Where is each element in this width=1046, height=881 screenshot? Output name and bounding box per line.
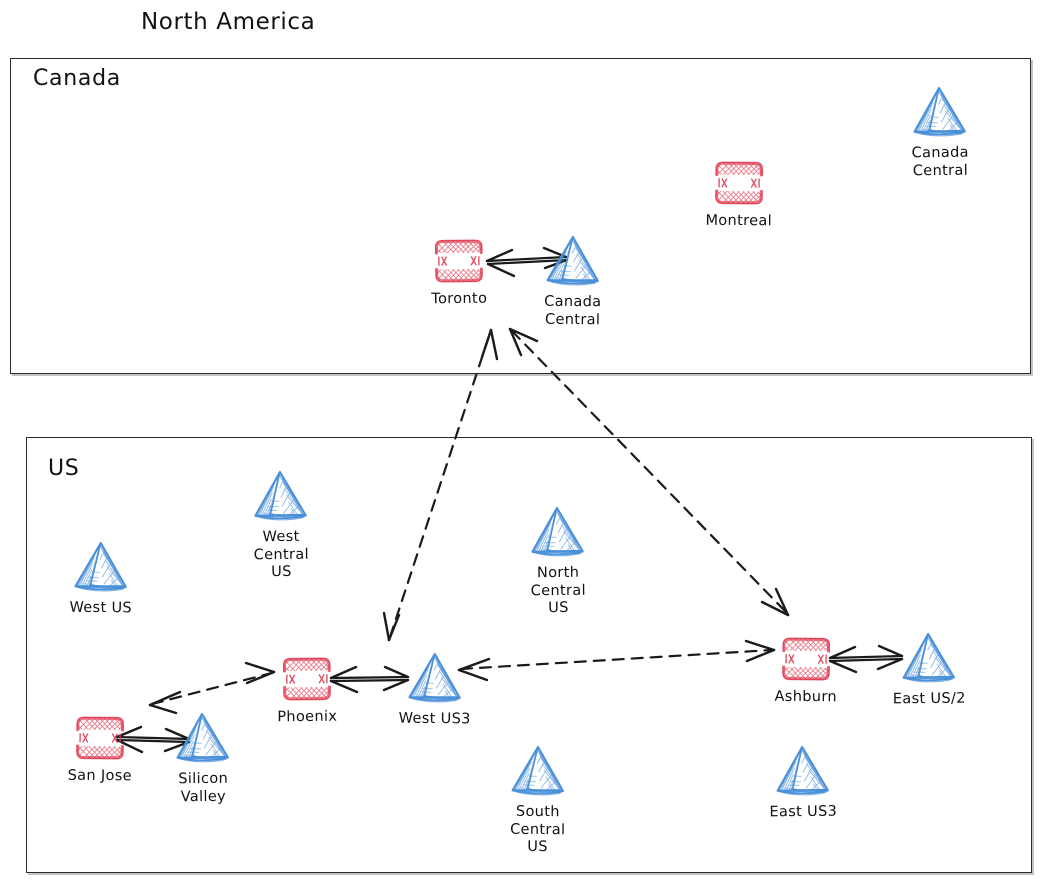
edge-westus3-toronto — [382, 328, 499, 642]
group-label-us: US — [48, 456, 80, 481]
azure-region-icon — [507, 743, 569, 800]
edge-phoenix-westus3 — [329, 665, 410, 694]
edge-ashburn-toronto — [508, 327, 790, 617]
node-canada-central-top[interactable]: Canada Central — [880, 83, 1001, 180]
node-label: West US — [69, 599, 133, 617]
node-label: North Central US — [530, 564, 587, 617]
node-east-us-2[interactable]: East US/2 — [869, 629, 990, 709]
diagram-title: North America — [141, 9, 316, 35]
node-label: West US3 — [398, 710, 471, 728]
node-ashburn[interactable]: Ashburn — [746, 633, 867, 707]
node-north-central-us[interactable]: North Central US — [497, 503, 618, 618]
edge-sanjose-siliconvalley — [115, 725, 191, 754]
azure-region-icon — [772, 743, 835, 800]
edge-sanjose-phoenix — [148, 661, 276, 715]
node-label: West Central US — [253, 528, 310, 581]
edge-ashburn-eastus2 — [828, 644, 904, 674]
node-label: Toronto — [431, 290, 488, 308]
internet-exchange-icon — [430, 236, 489, 287]
node-west-us[interactable]: West US — [41, 538, 162, 618]
node-label: Silicon Valley — [178, 770, 229, 805]
azure-region-icon — [526, 504, 589, 561]
node-label: East US3 — [769, 803, 838, 821]
node-silicon-valley[interactable]: Silicon Valley — [143, 709, 264, 806]
azure-region-icon — [908, 84, 971, 141]
azure-region-icon — [542, 233, 604, 290]
node-south-central-us[interactable]: South Central US — [478, 742, 599, 857]
internet-exchange-icon — [71, 713, 129, 764]
node-label: East US/2 — [892, 690, 966, 708]
internet-exchange-icon — [278, 654, 337, 705]
azure-region-icon — [70, 539, 132, 596]
node-label: Montreal — [705, 212, 773, 230]
azure-region-icon — [898, 630, 961, 687]
node-canada-central[interactable]: Canada Central — [513, 232, 634, 329]
node-label: Ashburn — [774, 688, 838, 706]
node-montreal[interactable]: Montreal — [679, 157, 800, 231]
node-label: Canada Central — [911, 144, 969, 179]
group-box-canada — [10, 58, 1031, 374]
node-west-central-us[interactable]: West Central US — [220, 467, 341, 582]
node-label: South Central US — [510, 803, 566, 856]
group-box-us — [26, 437, 1032, 873]
node-east-us3[interactable]: East US3 — [743, 742, 864, 822]
internet-exchange-icon — [777, 634, 835, 685]
azure-region-icon — [249, 468, 312, 525]
azure-region-icon — [171, 710, 234, 767]
node-label: San Jose — [67, 767, 132, 785]
edge-westus3-ashburn — [457, 639, 776, 682]
node-phoenix[interactable]: Phoenix — [247, 653, 368, 727]
azure-region-icon — [404, 650, 466, 707]
group-label-canada: Canada — [33, 66, 121, 91]
node-label: Canada Central — [544, 293, 602, 328]
node-toronto[interactable]: Toronto — [399, 235, 520, 309]
node-west-us3[interactable]: West US3 — [375, 649, 496, 729]
node-label: Phoenix — [277, 708, 338, 726]
internet-exchange-icon — [710, 158, 768, 209]
